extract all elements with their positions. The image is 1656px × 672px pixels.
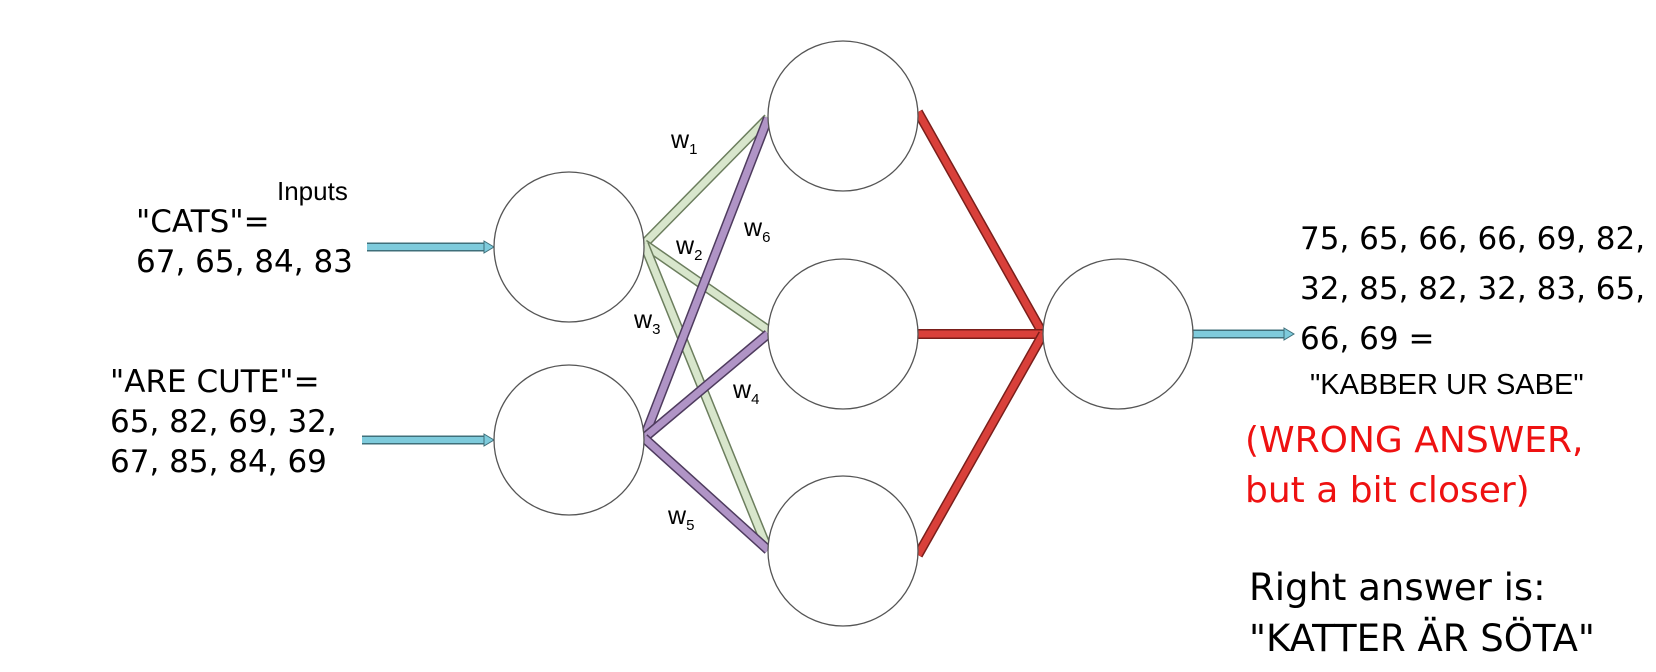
input-arrow-2	[362, 433, 495, 447]
output-codes-line2: 32, 85, 82, 32, 83, 65,	[1300, 271, 1646, 307]
weight-edges-node1	[639, 114, 773, 552]
output-codes-line1: 75, 65, 66, 66, 69, 82,	[1300, 221, 1646, 257]
input-arrow-1	[367, 240, 495, 254]
inputs-label: Inputs	[277, 176, 348, 206]
input-node-1	[493, 171, 645, 323]
output-arrow	[1190, 327, 1295, 341]
weight-label-w5: w5	[668, 502, 695, 534]
output-node	[1042, 258, 1194, 410]
weight-label-w2: w2	[676, 232, 703, 264]
hidden-node-3	[767, 475, 919, 627]
hidden-node-2	[767, 258, 919, 410]
hidden-node-1	[767, 40, 919, 192]
right-answer-line1: Right answer is:	[1249, 566, 1546, 609]
weight-label-w3: w3	[634, 306, 661, 338]
weight-label-w6: w6	[744, 214, 771, 246]
right-answer-line2: "KATTER ÄR SÖTA"	[1249, 617, 1595, 660]
wrong-answer-line1: (WRONG ANSWER,	[1245, 420, 1584, 461]
input2-codes-line2: 67, 85, 84, 69	[110, 444, 327, 480]
output-codes-line3: 66, 69 =	[1300, 321, 1435, 357]
input2-codes-line1: 65, 82, 69, 32,	[110, 404, 337, 440]
output-decoded: "KABBER UR SABE"	[1310, 369, 1584, 401]
wrong-answer-line2: but a bit closer)	[1245, 470, 1530, 511]
input-node-2	[493, 364, 645, 516]
input1-codes: 67, 65, 84, 83	[136, 244, 353, 280]
weight-label-w1: w1	[671, 126, 698, 158]
input2-title: "ARE CUTE"=	[110, 364, 320, 400]
weight-edges-node2	[639, 116, 773, 554]
weight-label-w4: w4	[733, 376, 760, 408]
input1-title: "CATS"=	[136, 204, 270, 240]
output-edges	[913, 109, 1048, 558]
